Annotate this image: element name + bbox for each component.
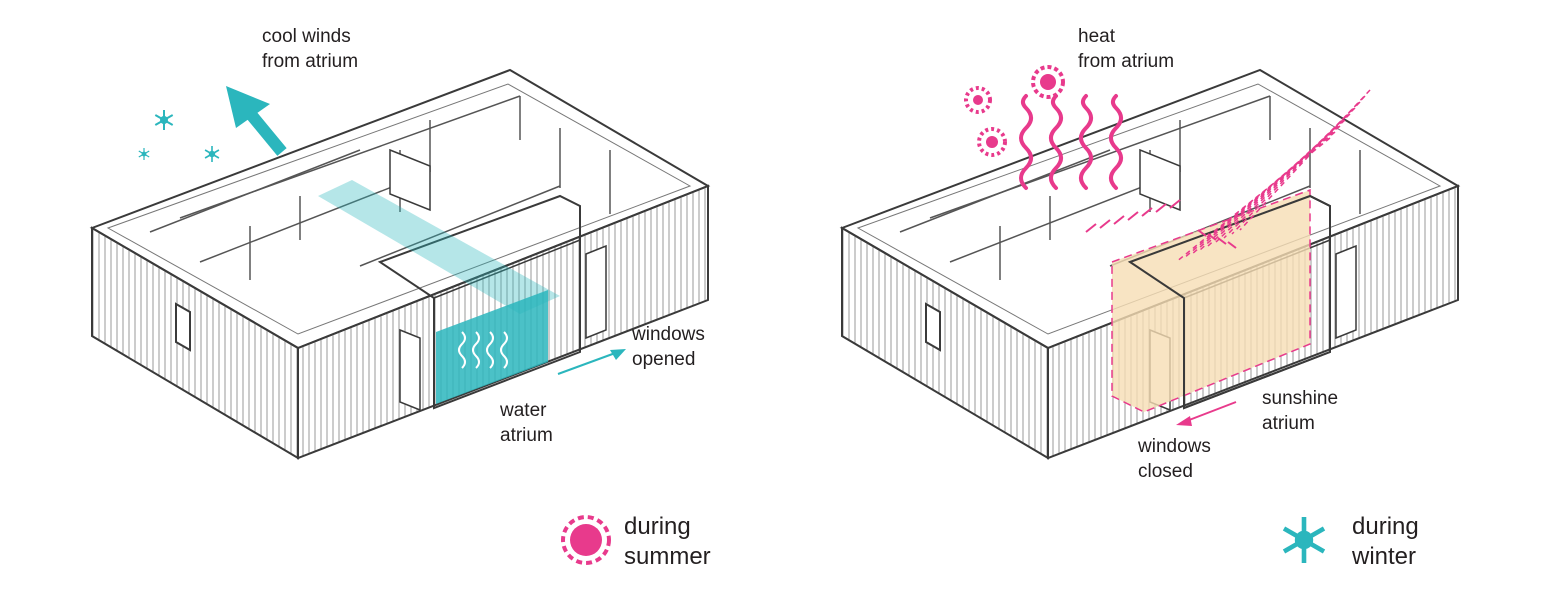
partition-line [359, 185, 561, 267]
sun-ray-icon [1199, 119, 1346, 251]
partition-line [949, 175, 1171, 263]
arrow-icon [1176, 416, 1192, 426]
sun-icon [964, 86, 992, 114]
sun-ray-icon [1183, 131, 1336, 259]
arrow-icon [557, 351, 619, 375]
snowflake-icon [154, 109, 174, 131]
heat-wave-icon [1049, 94, 1063, 190]
arrow-icon [610, 349, 626, 360]
wall-window [175, 302, 191, 352]
sun-icon [1040, 74, 1056, 90]
winter-house [839, 68, 1461, 460]
heat-arrow-icon [1197, 229, 1207, 237]
windows-opened-label: windows opened [632, 324, 705, 370]
wave-icon [486, 331, 494, 369]
door-opening [1335, 244, 1357, 340]
water-pool [436, 290, 548, 404]
snowflake-icon [138, 147, 150, 161]
heat-arrow-icon [1217, 237, 1227, 245]
heat-wave-icon [1019, 94, 1033, 190]
wall-window [925, 302, 941, 352]
atrium-frame [1127, 194, 1331, 410]
heat-arrow-icon [1085, 223, 1097, 233]
sun-icon [1031, 65, 1065, 99]
heat-wave-icon [1079, 94, 1093, 190]
sun-ray-icon [1231, 95, 1366, 235]
heat-arrow-icon [1155, 203, 1167, 213]
cool-winds-label: cool winds from atrium [262, 26, 359, 72]
heat-arrow-icon [1099, 219, 1111, 229]
snowflake-icon [204, 145, 220, 163]
heat-arrow-icon [1127, 211, 1139, 221]
heat-arrow-icon [1207, 233, 1217, 241]
sun-ray-icon [1191, 125, 1341, 255]
sun-icon [986, 136, 998, 148]
partition-line [199, 175, 421, 263]
cool-wind-beam [318, 180, 560, 314]
atrium-frame [433, 239, 581, 299]
partition-line [929, 95, 1271, 219]
heat-wave-icon [1109, 94, 1123, 190]
sun-ray-icon [1175, 137, 1331, 263]
door-opening [585, 244, 607, 340]
wave-icon [458, 331, 466, 369]
door-block [389, 148, 431, 212]
heat-arrow-icon [1169, 199, 1181, 209]
heat-arrow-icon [1141, 207, 1153, 217]
snowflake-icon [1284, 517, 1324, 563]
door-opening [399, 328, 421, 412]
door-block [1139, 148, 1181, 212]
wave-icon [500, 331, 508, 369]
partition-line [179, 95, 521, 219]
heat-arrow-icon [1113, 215, 1125, 225]
sunshine-atrium [1111, 188, 1311, 413]
arrow-icon [1183, 401, 1237, 423]
sun-icon [977, 127, 1007, 157]
sun-icon [561, 515, 611, 565]
sun-ray-icon [1239, 89, 1371, 231]
sun-icon [973, 95, 983, 105]
house-top-inner [856, 83, 1442, 335]
heat-from-atrium-label: heat from atrium [1078, 26, 1175, 72]
house-top-inner [106, 83, 692, 335]
heat-arrow-icon [1227, 241, 1237, 249]
summer-house [89, 68, 711, 460]
sun-icon [570, 524, 602, 556]
winter-legend-label: during winter [1352, 513, 1419, 570]
water-atrium-label: water atrium [500, 400, 553, 446]
arrow-icon [226, 86, 270, 128]
sunshine-atrium-label: sunshine atrium [1262, 388, 1339, 434]
wave-icon [472, 331, 480, 369]
summer-legend-label: during summer [624, 513, 711, 570]
windows-closed-label: windows closed [1138, 436, 1211, 482]
